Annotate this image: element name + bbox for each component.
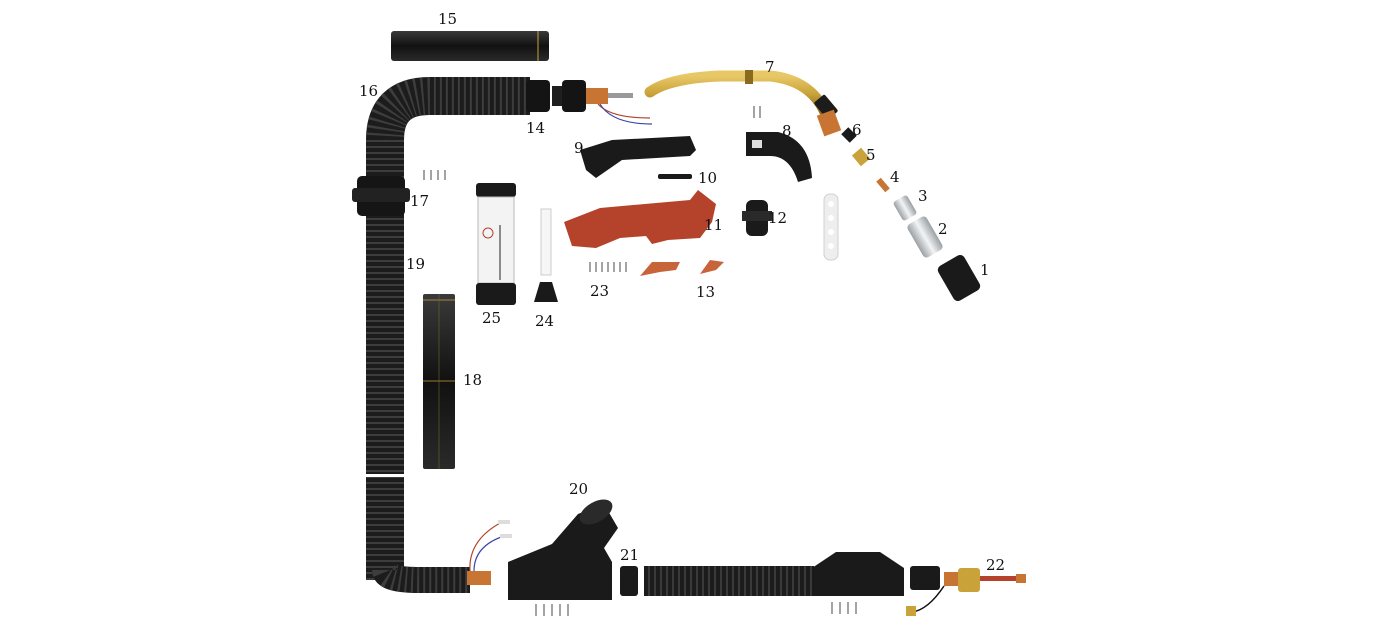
part-25-canister [476, 183, 516, 305]
part-11-handle [564, 190, 716, 248]
label-13: 13 [696, 283, 715, 301]
part-3-nozzle-adapter [893, 195, 917, 221]
part-23-screws [589, 262, 627, 272]
lead-hose [644, 566, 814, 596]
label-2: 2 [938, 220, 948, 238]
bottom-lead-connector [467, 520, 512, 585]
part-17-screws [423, 170, 446, 180]
part-2-nozzle [907, 216, 943, 258]
clear-strip [823, 193, 839, 261]
label-16: 16 [359, 82, 378, 100]
part-22-power-pin [906, 566, 1026, 616]
label-25: 25 [482, 309, 501, 327]
rear-handle-screws [831, 602, 857, 614]
part-13-triggers [640, 260, 724, 276]
label-10: 10 [698, 169, 717, 187]
part-labels: 1 2 3 4 5 6 7 8 9 10 11 12 13 14 15 16 1… [359, 10, 1005, 574]
part-14-connector [526, 80, 653, 125]
part-17-clamp [352, 176, 410, 216]
label-19: 19 [406, 255, 425, 273]
label-11: 11 [704, 216, 723, 234]
label-14: 14 [526, 119, 545, 137]
label-21: 21 [620, 546, 639, 564]
label-23: 23 [590, 282, 609, 300]
label-3: 3 [918, 187, 928, 205]
rear-handle [812, 552, 904, 596]
label-7: 7 [765, 58, 775, 76]
part-20-screws [535, 604, 569, 616]
part-4-contact-tip [876, 177, 890, 193]
label-15: 15 [438, 10, 457, 28]
label-6: 6 [852, 121, 862, 139]
label-12: 12 [768, 209, 787, 227]
part-5-diffuser [851, 147, 871, 167]
part-7-gooseneck [644, 70, 842, 137]
part-20-y-body [508, 499, 618, 600]
label-22: 22 [986, 556, 1005, 574]
label-24: 24 [535, 312, 554, 330]
part-24-clear-spacer [540, 208, 552, 276]
part-1-cover [937, 255, 981, 301]
label-9: 9 [574, 139, 584, 157]
label-18: 18 [463, 371, 482, 389]
part-21-collar [620, 566, 638, 596]
part-19-cable-hose [364, 77, 530, 593]
part-12-clip [742, 200, 772, 236]
part-9-handle-top [580, 136, 696, 178]
label-8: 8 [782, 122, 792, 140]
part-6-insulator [841, 127, 857, 143]
label-4: 4 [890, 168, 900, 186]
part-8-screws [753, 106, 761, 118]
part-24-cone [534, 282, 558, 302]
part-10-strip [658, 174, 692, 179]
label-17: 17 [410, 192, 429, 210]
label-1: 1 [980, 261, 990, 279]
part-18-tube [423, 294, 455, 469]
label-20: 20 [569, 480, 588, 498]
label-5: 5 [866, 146, 876, 164]
part-15-sleeve [391, 31, 549, 61]
part-8-neck-boot [746, 132, 812, 182]
